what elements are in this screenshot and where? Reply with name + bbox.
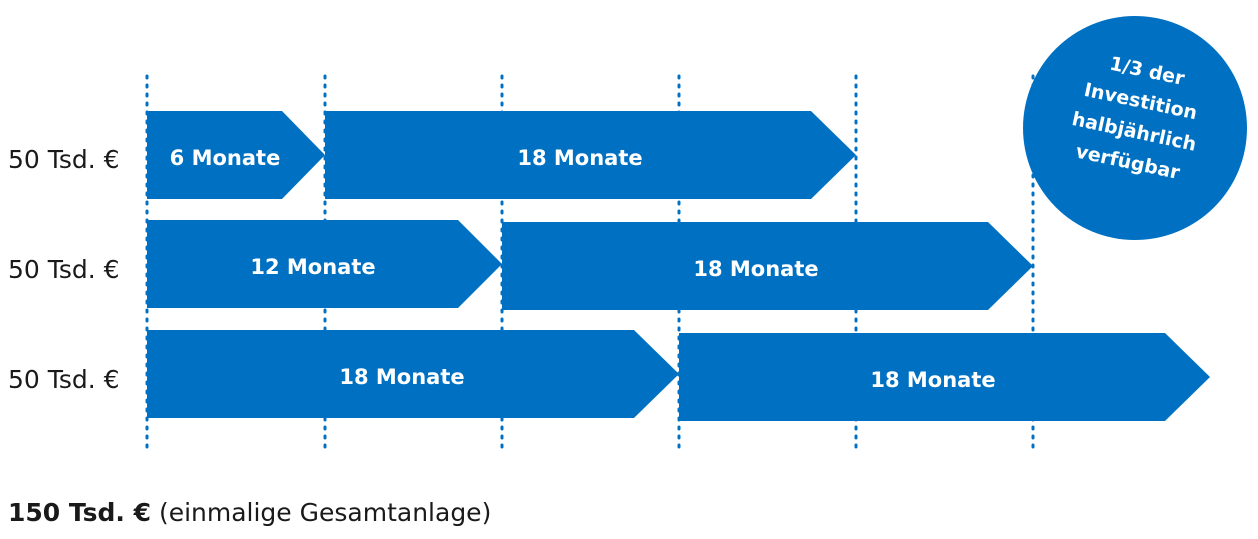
period-arrow [147, 330, 679, 418]
row-2: 50 Tsd. € 12 Monate 18 Monate [8, 220, 1033, 310]
period-label: 18 Monate [870, 368, 995, 392]
row-label: 50 Tsd. € [8, 365, 120, 394]
period-arrow [502, 222, 1033, 310]
period-arrow [325, 111, 856, 199]
total-investment-caption: 150 Tsd. € (einmalige Gesamtanlage) [8, 498, 491, 527]
badge-circle [1023, 16, 1247, 240]
period-label: 18 Monate [693, 257, 818, 281]
period-label: 18 Monate [339, 365, 464, 389]
availability-badge: 1/3 der Investition halbjährlich verfügb… [1023, 16, 1247, 240]
period-label: 18 Monate [517, 146, 642, 170]
period-arrow [679, 333, 1210, 421]
row-label: 50 Tsd. € [8, 255, 120, 284]
period-label: 12 Monate [250, 255, 375, 279]
total-amount: 150 Tsd. € [8, 498, 151, 527]
row-label: 50 Tsd. € [8, 145, 120, 174]
total-description: (einmalige Gesamtanlage) [151, 498, 492, 527]
period-arrow [147, 220, 502, 308]
period-label: 6 Monate [170, 146, 281, 170]
row-3: 50 Tsd. € 18 Monate 18 Monate [8, 330, 1210, 421]
period-arrow [147, 111, 325, 199]
row-1: 50 Tsd. € 6 Monate 18 Monate [8, 111, 856, 199]
